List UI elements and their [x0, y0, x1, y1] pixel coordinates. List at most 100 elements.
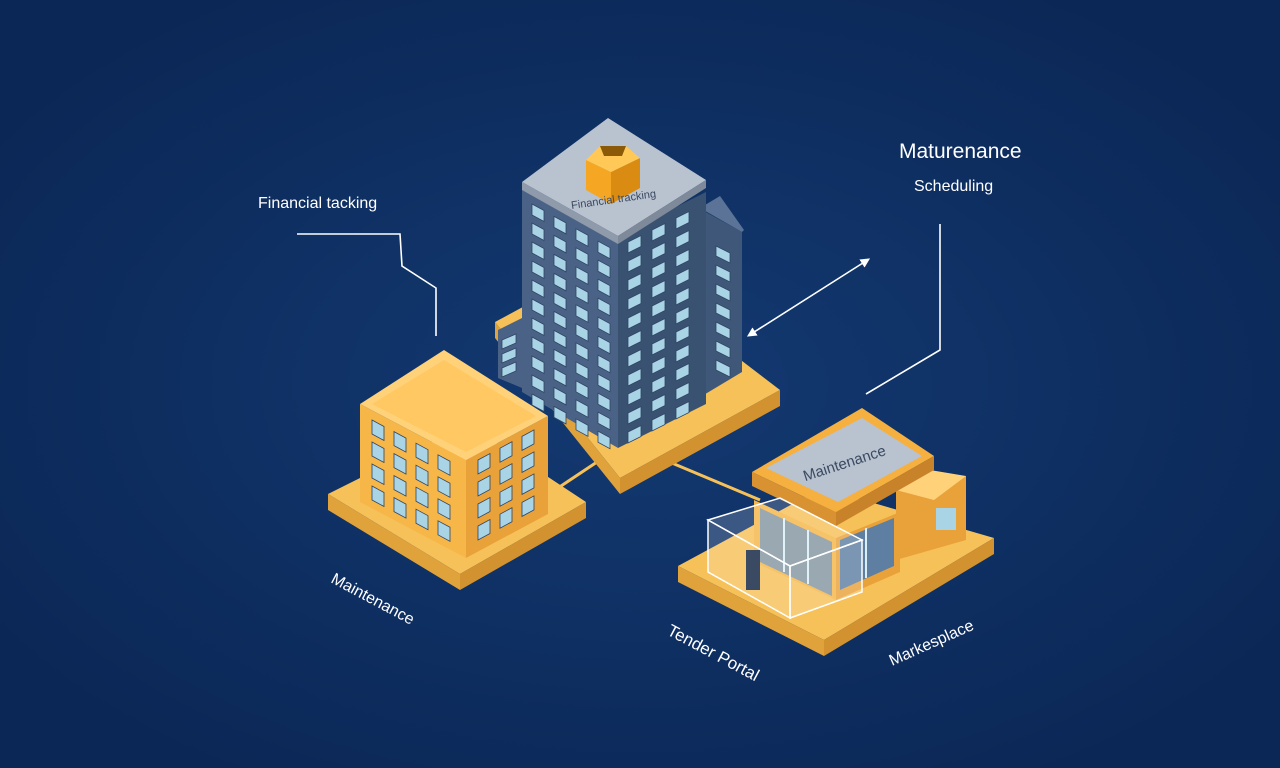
window — [553, 310, 567, 330]
window — [627, 234, 642, 254]
window — [575, 304, 589, 323]
roof-ornament — [586, 146, 640, 204]
financial-leader-line — [297, 233, 437, 336]
window — [675, 400, 690, 420]
window — [575, 361, 589, 380]
window — [371, 419, 385, 442]
maintenance-building — [360, 350, 548, 558]
window — [675, 343, 690, 363]
window — [393, 496, 407, 519]
window — [627, 367, 642, 387]
window — [675, 324, 690, 344]
maint-building-front — [360, 404, 466, 558]
window — [521, 495, 535, 518]
window — [627, 386, 642, 406]
window — [393, 474, 407, 497]
financial-tower: Financial tracking — [498, 118, 744, 450]
window — [437, 498, 451, 520]
window — [499, 485, 513, 507]
scheduling-label: Scheduling — [914, 178, 993, 195]
window — [627, 291, 642, 311]
window — [553, 329, 567, 349]
window — [597, 373, 611, 393]
connector-center-right — [659, 456, 761, 502]
window — [501, 361, 517, 378]
tower-windows-front — [531, 203, 611, 450]
window — [575, 380, 589, 399]
double-arrow — [746, 258, 871, 337]
window — [553, 386, 567, 406]
window — [553, 253, 567, 273]
window — [651, 260, 666, 280]
window — [715, 245, 731, 264]
tower-windows-side — [627, 210, 690, 444]
window — [597, 335, 611, 355]
window — [597, 354, 611, 374]
glass-cube-door — [746, 550, 760, 590]
window — [715, 302, 731, 321]
window — [597, 411, 611, 431]
window — [415, 486, 429, 509]
tower-annex-side — [702, 210, 742, 396]
window — [575, 228, 589, 247]
window — [651, 336, 666, 356]
window — [531, 203, 545, 223]
window — [531, 336, 545, 356]
window — [553, 348, 567, 368]
window — [597, 297, 611, 317]
marketplace-annex-window — [936, 508, 956, 530]
window — [521, 429, 535, 452]
window — [501, 347, 517, 364]
window — [531, 279, 545, 299]
window — [715, 359, 731, 378]
window — [651, 355, 666, 375]
window — [553, 272, 567, 292]
window — [371, 485, 385, 508]
window — [531, 241, 545, 261]
window — [437, 454, 451, 476]
marketplace-building: Maintenance — [706, 408, 966, 620]
window — [651, 222, 666, 242]
maturenance-label: Maturenance — [899, 140, 1022, 163]
window — [437, 476, 451, 498]
window — [651, 374, 666, 394]
window — [575, 418, 589, 437]
window — [553, 234, 567, 254]
window — [715, 340, 731, 359]
window — [651, 393, 666, 413]
window — [575, 399, 589, 418]
window — [553, 367, 567, 387]
window — [477, 452, 491, 475]
window — [715, 264, 731, 283]
window — [627, 253, 642, 273]
window — [531, 374, 545, 394]
window — [477, 474, 491, 497]
window — [531, 222, 545, 242]
window — [597, 392, 611, 412]
window — [415, 508, 429, 531]
window — [627, 310, 642, 330]
window — [651, 298, 666, 318]
window — [675, 381, 690, 401]
annex-windows — [501, 245, 731, 378]
window — [597, 259, 611, 279]
window — [499, 507, 513, 529]
maintenance-sign-panel — [766, 418, 922, 502]
window — [371, 441, 385, 464]
window — [521, 473, 535, 496]
window — [531, 355, 545, 375]
window — [437, 520, 451, 542]
window — [575, 342, 589, 361]
window — [597, 278, 611, 298]
window — [651, 317, 666, 337]
tower-front-face — [522, 182, 618, 448]
window — [675, 362, 690, 382]
window — [477, 518, 491, 541]
window — [531, 317, 545, 337]
window — [415, 464, 429, 487]
window — [477, 496, 491, 519]
window — [499, 463, 513, 485]
window — [531, 393, 545, 413]
window — [597, 316, 611, 336]
